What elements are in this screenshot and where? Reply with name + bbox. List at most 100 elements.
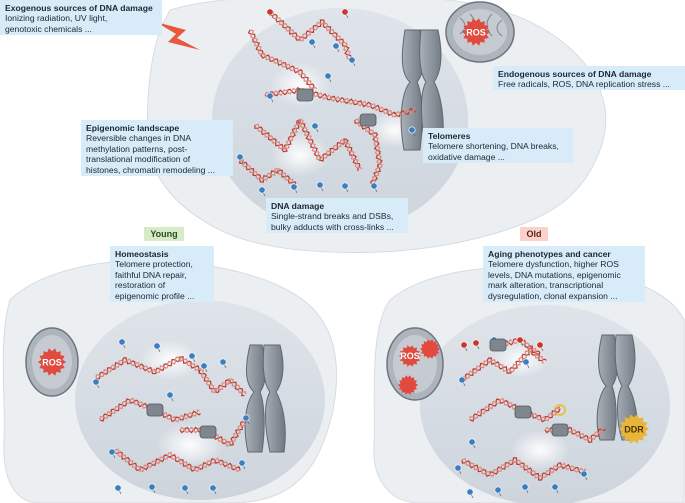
young-dna-end-4	[200, 362, 208, 370]
top-dna-3-strand-1	[264, 86, 416, 118]
top-dna-end-12	[316, 181, 324, 189]
label-aging-body: Telomere dysfunction, higher ROS levels,…	[488, 259, 621, 301]
old-dna-end-2	[472, 339, 480, 347]
top-dna-end-4	[332, 42, 340, 50]
old-dna-end-14	[580, 470, 588, 478]
young-dna-end-14	[238, 459, 246, 467]
young-chromosome	[244, 344, 286, 453]
label-dna-damage-body: Single-strand breaks and DSBs, bulky add…	[271, 211, 394, 232]
label-homeostasis-title: Homeostasis	[115, 249, 169, 259]
top-chromosome	[400, 29, 444, 151]
lightning-icon	[156, 22, 200, 50]
young-dna-1-strand-1	[95, 356, 200, 380]
svg-text:ROS: ROS	[400, 351, 420, 361]
top-dna-end-15	[408, 126, 416, 134]
old-chromosome	[596, 334, 638, 441]
young-dna-1-strand-2	[95, 356, 202, 379]
old-dna-end-9	[454, 464, 462, 472]
top-dna-3-strand-2	[264, 87, 415, 118]
young-dna-end-12	[181, 484, 189, 492]
top-dna-5-strand-2	[239, 158, 295, 187]
top-dna-end-14	[370, 182, 378, 190]
old-dna-3-strand-1	[461, 457, 587, 481]
young-dna-5-strand-1	[198, 369, 245, 397]
young-cell	[2, 259, 337, 503]
label-aging-title: Aging phenotypes and cancer	[488, 249, 611, 259]
label-exogenous-title: Exogenous sources of DNA damage	[5, 3, 153, 13]
histones-layer	[146, 88, 569, 439]
top-dna-end-9	[236, 153, 244, 161]
top-dna-end-6	[324, 72, 332, 80]
young-dna-4-strand-1	[179, 420, 248, 447]
old-dna-end-12	[521, 483, 529, 491]
label-dna-damage-title: DNA damage	[271, 201, 325, 211]
top-dna-2-strand-2	[249, 29, 318, 90]
label-telomeres: Telomeres Telomere shortening, DNA break…	[423, 128, 573, 163]
ros-badge-top: ROS	[462, 18, 490, 46]
label-exogenous: Exogenous sources of DNA damage Ionizing…	[0, 0, 162, 35]
tag-old: Old	[520, 227, 548, 241]
old-histone-3	[551, 423, 569, 437]
old-cell	[373, 266, 685, 503]
label-exogenous-body: Ionizing radiation, UV light, genotoxic …	[5, 13, 108, 34]
label-endogenous-body: Free radicals, ROS, DNA replication stre…	[498, 79, 670, 90]
young-dna-end-10	[114, 484, 122, 492]
young-dna-end-3	[188, 352, 196, 360]
svg-text:DDR: DDR	[624, 425, 644, 435]
young-histone-1	[146, 403, 164, 417]
top-dna-end-11	[290, 183, 298, 191]
old-dna-end-6	[458, 376, 466, 384]
top-histone-2	[359, 113, 377, 127]
young-dna-end-7	[166, 391, 174, 399]
top-histone-1	[296, 88, 314, 102]
old-dna-end-13	[551, 483, 559, 491]
top-dna-end-2	[341, 8, 349, 16]
label-epigenomic-body: Reversible changes in DNA methylation pa…	[86, 133, 215, 175]
dna-ends-layer	[92, 8, 588, 499]
top-dna-4-strand-2	[254, 118, 363, 170]
young-dna-end-8	[242, 414, 250, 422]
ros-badge-young: ROS	[38, 348, 66, 376]
label-dna-damage: DNA damage Single-strand breaks and DSBs…	[266, 198, 408, 233]
young-dna-3-strand-2	[114, 448, 241, 473]
young-dna-end-6	[92, 378, 100, 386]
old-dna-end-7	[522, 358, 530, 366]
svg-text:ROS: ROS	[466, 28, 486, 38]
old-dna-end-11	[494, 486, 502, 494]
tag-young: Young	[144, 227, 184, 241]
top-dna-end-7	[266, 92, 274, 100]
label-epigenomic-title: Epigenomic landscape	[86, 123, 180, 133]
ddr-badge: DDR	[619, 414, 649, 444]
ros-badge-old: ROS	[399, 345, 421, 367]
top-dna-end-10	[258, 186, 266, 194]
top-dna-end-8	[311, 122, 319, 130]
top-dna-end-3	[308, 38, 316, 46]
old-dna-end-8	[468, 438, 476, 446]
label-telomeres-title: Telomeres	[428, 131, 471, 141]
young-dna-4-strand-2	[179, 418, 246, 447]
young-dna-5-strand-2	[199, 369, 247, 395]
label-epigenomic: Epigenomic landscape Reversible changes …	[81, 120, 233, 176]
young-dna-end-1	[118, 338, 126, 346]
label-homeostasis-body: Telomere protection, faithful DNA repair…	[115, 259, 195, 301]
svg-text:ROS: ROS	[42, 358, 62, 368]
ros-burst-old-2	[398, 375, 418, 395]
old-histone-2	[514, 405, 532, 419]
young-histone-2	[199, 425, 217, 439]
label-endogenous: Endogenous sources of DNA damage Free ra…	[493, 66, 685, 90]
top-dna-1-strand-2	[269, 10, 352, 61]
old-dna-1-strand-2	[461, 350, 545, 381]
old-dna-end-4	[516, 336, 524, 344]
label-endogenous-title: Endogenous sources of DNA damage	[498, 69, 652, 79]
young-dna-end-2	[153, 342, 161, 350]
old-dna-2-strand-2	[469, 397, 562, 422]
top-dna-6-strand-2	[354, 118, 383, 186]
label-homeostasis: Homeostasis Telomere protection, faithfu…	[110, 246, 214, 302]
old-dna-3-strand-2	[461, 457, 585, 479]
old-dna-end-10	[466, 488, 474, 496]
dna-strands-layer	[95, 10, 606, 481]
old-histone-1	[489, 338, 507, 352]
old-dna-end-1	[460, 341, 468, 349]
top-dna-end-5	[348, 56, 356, 64]
